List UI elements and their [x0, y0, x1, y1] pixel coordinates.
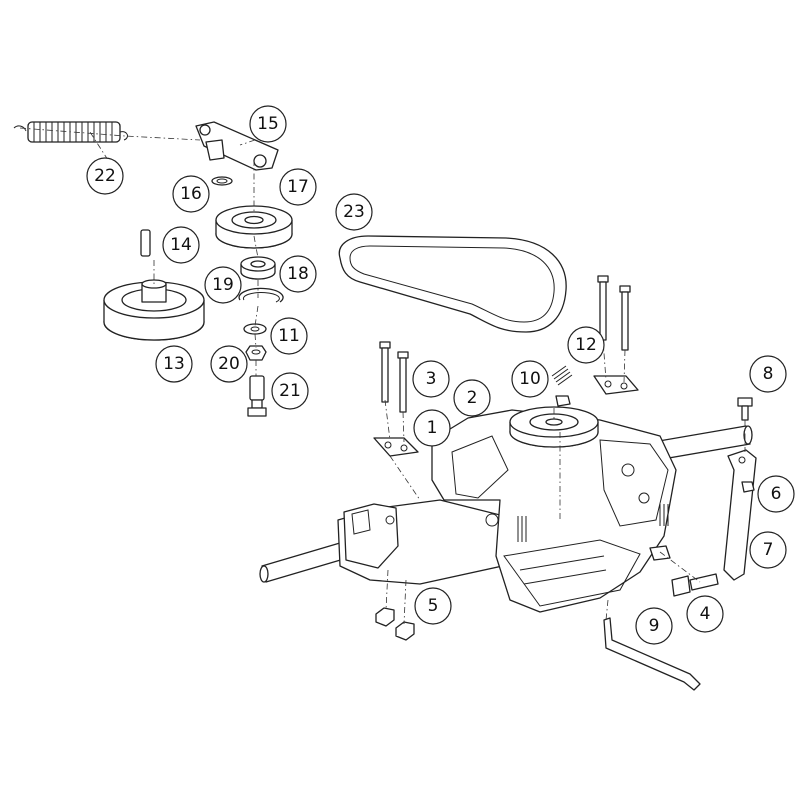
svg-text:23: 23: [343, 202, 365, 222]
svg-text:21: 21: [279, 381, 301, 401]
svg-text:12: 12: [575, 335, 597, 355]
svg-text:9: 9: [649, 616, 660, 636]
callout-22: 22: [86, 157, 124, 195]
mounting-plate-left: [373, 437, 419, 457]
callout-18: 18: [279, 255, 317, 293]
bearing: [240, 256, 276, 280]
hex-bolt-8: [737, 397, 753, 421]
callout-15: 15: [249, 105, 287, 143]
callout-12: 12: [567, 326, 605, 364]
shoulder-bolt: [671, 573, 719, 597]
svg-text:14: 14: [170, 235, 192, 255]
flat-washer: [243, 323, 267, 335]
callout-6: 6: [757, 475, 795, 513]
callout-2: 2: [453, 379, 491, 417]
small-spring: [551, 365, 573, 386]
nut-6: [741, 481, 755, 493]
svg-text:11: 11: [278, 326, 300, 346]
svg-text:2: 2: [467, 388, 478, 408]
callout-14: 14: [162, 226, 200, 264]
retaining-clip: [211, 176, 233, 186]
svg-text:4: 4: [700, 604, 711, 624]
callout-19: 19: [204, 266, 242, 304]
svg-text:10: 10: [519, 369, 541, 389]
drive-pulley: [103, 279, 205, 341]
bypass-rod: [603, 617, 701, 691]
callout-4: 4: [686, 595, 724, 633]
idler-arm: [195, 121, 279, 171]
svg-text:17: 17: [287, 177, 309, 197]
svg-text:16: 16: [180, 184, 202, 204]
callout-13: 13: [155, 345, 193, 383]
svg-text:1: 1: [427, 418, 438, 438]
callout-21: 21: [271, 372, 309, 410]
callout-5: 5: [414, 587, 452, 625]
callout-11: 11: [270, 317, 308, 355]
svg-text:8: 8: [763, 364, 774, 384]
leader-lines: [19, 127, 746, 625]
svg-text:18: 18: [287, 264, 309, 284]
callout-1: 1: [413, 409, 451, 447]
idler-pulley: [215, 205, 293, 249]
callout-3: 3: [412, 360, 450, 398]
callout-9: 9: [635, 607, 673, 645]
callout-17: 17: [279, 168, 317, 206]
svg-text:7: 7: [763, 540, 774, 560]
callout-7: 7: [749, 531, 787, 569]
snap-ring: [238, 287, 284, 303]
svg-text:13: 13: [163, 354, 185, 374]
svg-text:22: 22: [94, 166, 116, 186]
svg-text:3: 3: [426, 369, 437, 389]
long-bolts-left: [379, 341, 409, 413]
svg-text:6: 6: [771, 484, 782, 504]
hex-nut-20: [245, 345, 267, 361]
control-arm: [723, 449, 757, 581]
callout-16: 16: [172, 175, 210, 213]
callout-23: 23: [335, 193, 373, 231]
flange-nuts: [375, 607, 415, 641]
svg-text:15: 15: [257, 114, 279, 134]
callout-20: 20: [210, 345, 248, 383]
drive-belt: [338, 235, 567, 333]
svg-text:20: 20: [218, 354, 240, 374]
callout-8: 8: [749, 355, 787, 393]
svg-text:19: 19: [212, 275, 234, 295]
dowel-pin: [140, 229, 151, 257]
spacer-bolt: [247, 375, 267, 417]
svg-text:5: 5: [428, 596, 439, 616]
callout-10: 10: [511, 360, 549, 398]
mounting-plate-right: [593, 375, 639, 395]
transaxle-assembly: [259, 395, 753, 613]
